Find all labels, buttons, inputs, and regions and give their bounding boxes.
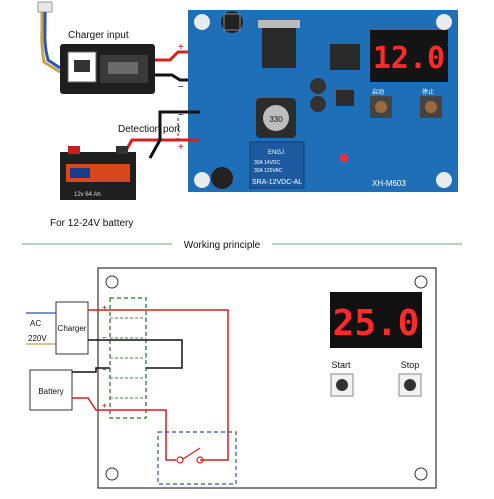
detection-port-label: Detection port	[118, 124, 180, 135]
start-button	[330, 373, 354, 397]
relay-switch	[157, 431, 237, 485]
inductor-code: 330	[269, 115, 283, 124]
schematic-minus-1: −	[102, 333, 107, 342]
battery-positive-wire	[72, 397, 176, 461]
schematic-plus-2: +	[102, 401, 107, 410]
start-label: Start	[331, 360, 351, 370]
minus-sign-1: −	[178, 82, 184, 93]
battery-box-label: Battery	[38, 387, 63, 396]
charger-positive-wire	[88, 309, 229, 461]
ac-plug-icon	[37, 1, 61, 74]
relay-line2: 30A 14VDC	[254, 160, 281, 166]
battery-black-wire	[148, 110, 200, 159]
board-model: XH-M603	[372, 179, 406, 188]
stop-button	[398, 373, 422, 397]
schematic-minus-2: −	[102, 365, 107, 374]
battery-caption: For 12-24V battery	[50, 218, 133, 229]
battery-icon	[60, 146, 136, 200]
board-btn-stop-label: 停止	[422, 88, 434, 96]
section-title: Working principle	[184, 240, 261, 251]
minus-sign-2: −	[178, 110, 184, 121]
board-display-value: 12.0	[373, 41, 445, 76]
relay-line3: 30A 125VAC	[254, 168, 283, 174]
battery-negative-wire	[72, 367, 110, 373]
schematic-terminal-block	[109, 297, 147, 419]
relay-model: SRA-12VDC-AL	[252, 179, 302, 186]
stop-label: Stop	[401, 360, 420, 370]
control-board	[188, 10, 458, 192]
voltage-label: 220V	[28, 334, 47, 343]
charger-box	[55, 301, 89, 355]
charger-adapter	[60, 44, 155, 94]
board-btn-start-label: 启动	[372, 88, 384, 96]
schematic-plus-1: +	[102, 303, 107, 312]
battery-box	[29, 369, 73, 411]
schematic-display-value: 25.0	[333, 303, 420, 344]
plus-sign-1: +	[178, 42, 184, 53]
plus-sign-2: +	[178, 142, 184, 153]
charger-input-label: Charger input	[68, 30, 129, 41]
ac-label: AC	[30, 319, 41, 328]
charger-negative-wire	[88, 339, 183, 369]
relay-brand: ENGJ	[268, 150, 284, 156]
battery-spec: 12v 64 Ah	[74, 192, 101, 198]
charger-box-label: Charger	[58, 324, 87, 333]
schematic-display-frame	[330, 292, 422, 348]
